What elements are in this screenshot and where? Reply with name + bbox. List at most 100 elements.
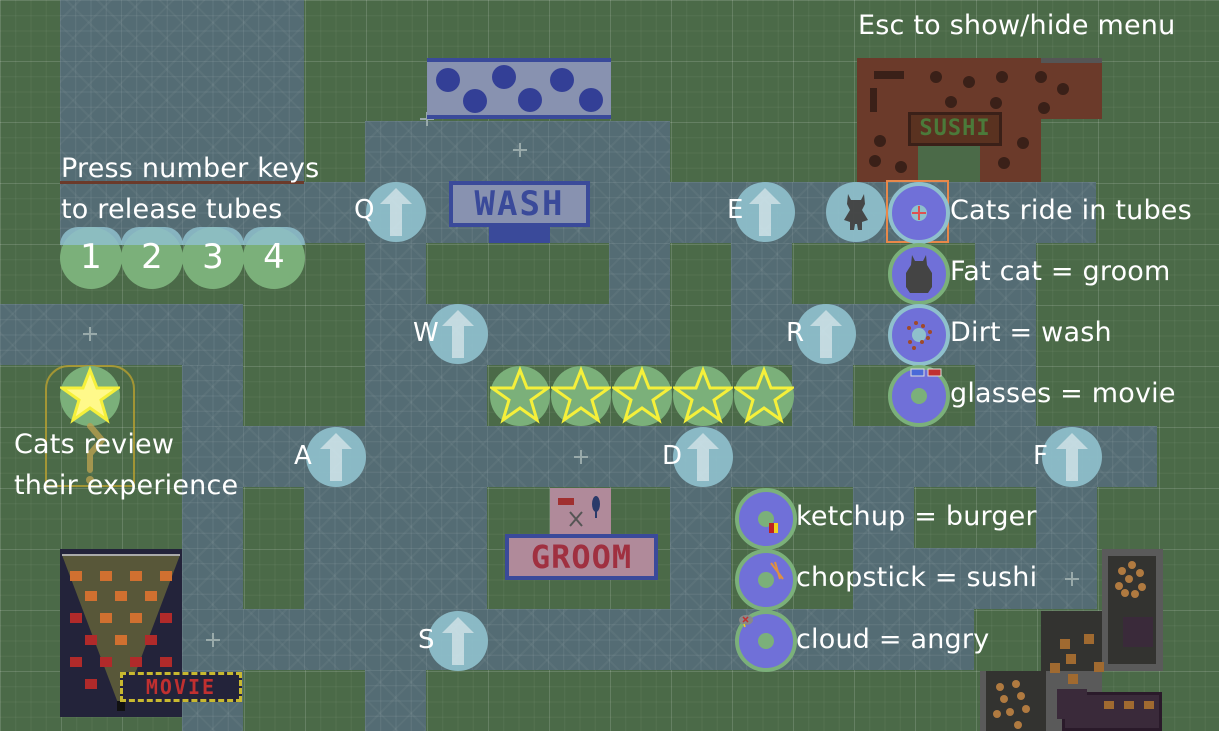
question-mark-icon: [86, 423, 106, 484]
release-tube-3-button[interactable]: 3: [182, 227, 244, 289]
movie-label: MOVIE: [145, 675, 217, 699]
fat-cat-icon: [906, 255, 932, 293]
arrow-up-icon: [442, 310, 474, 358]
sushi-tables-icon: [869, 71, 1069, 173]
switch-w[interactable]: [428, 304, 488, 364]
review-star: [731, 365, 797, 426]
switch-e-key: E: [727, 195, 744, 225]
legend-text: Dirt = wash: [950, 317, 1112, 348]
cloud-icon: [739, 615, 753, 628]
waypoint-marker: [206, 633, 220, 647]
legend-text: Cats ride in tubes: [950, 195, 1192, 226]
arrow-up-icon: [1056, 433, 1088, 481]
waypoint-marker: [1065, 572, 1079, 586]
bubbles-icon: [436, 65, 603, 113]
legend-ball-dirt: [888, 304, 950, 366]
star-filled-icon: [57, 365, 123, 424]
tube-segment: [670, 487, 731, 609]
legend-text: chopstick = sushi: [796, 562, 1038, 593]
release-rail: [60, 181, 304, 184]
tube-segment: [1036, 487, 1097, 548]
star-outline-icon: [487, 365, 553, 424]
chopstick-icon: [770, 561, 784, 580]
tube-cap: [121, 227, 183, 245]
legend-ball-ketchup: [735, 488, 797, 550]
switch-e[interactable]: [735, 182, 795, 242]
legend-ball-tube: [888, 182, 950, 244]
sushi-roof: [1041, 58, 1102, 63]
release-tube-2-button[interactable]: 2: [121, 227, 183, 289]
arrow-up-icon: [320, 433, 352, 481]
tube-segment: [304, 487, 365, 609]
arrow-up-icon: [810, 310, 842, 358]
tube-cap: [60, 227, 122, 245]
review-star: [670, 365, 736, 426]
tube-segment: [0, 304, 243, 365]
star-outline-icon: [670, 365, 736, 424]
switch-a[interactable]: [306, 427, 366, 487]
sushi-label: SUSHI: [919, 116, 991, 141]
waypoint-marker: [83, 327, 97, 341]
review-hint-line2: their experience: [14, 470, 239, 501]
movie-seats-icon: [62, 554, 180, 711]
switch-w-key: W: [413, 318, 439, 348]
switch-a-key: A: [294, 441, 312, 471]
tube-segment: [609, 182, 670, 365]
switch-s[interactable]: [428, 611, 488, 671]
tube-cap: [182, 227, 244, 245]
cat-silhouette-icon: [844, 194, 868, 230]
groom-sign: GROOM: [505, 534, 658, 580]
switch-d-key: D: [662, 441, 683, 471]
release-tube-4-button[interactable]: 4: [243, 227, 305, 289]
tube-segment: [60, 0, 304, 182]
arrow-up-icon: [442, 617, 474, 665]
sushi-sign: SUSHI: [908, 112, 1002, 146]
star-outline-icon: [548, 365, 614, 424]
cat-dot: [758, 572, 774, 588]
tube-segment: [792, 365, 853, 426]
tube-segment: [365, 121, 670, 182]
wash-label: WASH: [474, 184, 565, 224]
legend-text: ketchup = burger: [796, 501, 1037, 532]
tube-segment: [426, 365, 487, 426]
review-hint-line1: Cats review: [14, 429, 175, 460]
legend-ball-fat-cat: [888, 243, 950, 305]
release-tube-1-button[interactable]: 1: [60, 227, 122, 289]
ketchup-icon: [769, 523, 778, 533]
tube-segment: [182, 609, 974, 670]
switch-s-key: S: [418, 625, 435, 655]
star-outline-icon: [731, 365, 797, 424]
tube-segment: [853, 487, 914, 548]
legend-text: Fat cat = groom: [950, 256, 1171, 287]
review-star-gold: [57, 365, 123, 426]
tube-cap: [243, 227, 305, 245]
release-hint-line2: to release tubes: [61, 194, 283, 225]
arrow-up-icon: [380, 188, 412, 236]
star-outline-icon: [609, 365, 675, 424]
cat-dot: [911, 388, 927, 404]
switch-q-key: Q: [354, 195, 375, 225]
switch-q[interactable]: [366, 182, 426, 242]
switch-d[interactable]: [673, 427, 733, 487]
switch-f-key: F: [1033, 441, 1048, 471]
movie-sign: MOVIE: [120, 672, 242, 702]
groom-room: [550, 488, 611, 534]
waypoint-marker: [574, 450, 588, 464]
groom-tools-icon: [558, 496, 600, 527]
tube-segment: [365, 304, 609, 365]
review-star: [609, 365, 675, 426]
legend-text: cloud = angry: [796, 624, 990, 655]
review-star: [548, 365, 614, 426]
tube-segment: [426, 487, 487, 609]
wash-pool: [427, 58, 611, 119]
waypoint-marker: [420, 112, 434, 126]
switch-r[interactable]: [796, 304, 856, 364]
cat-in-tube[interactable]: [826, 182, 886, 242]
switch-f[interactable]: [1042, 427, 1102, 487]
review-star: [487, 365, 553, 426]
tube-segment: [853, 548, 1097, 609]
dirt-icon: [907, 321, 932, 350]
wash-entrance: [489, 227, 550, 243]
menu-hint: Esc to show/hide menu: [858, 10, 1176, 41]
